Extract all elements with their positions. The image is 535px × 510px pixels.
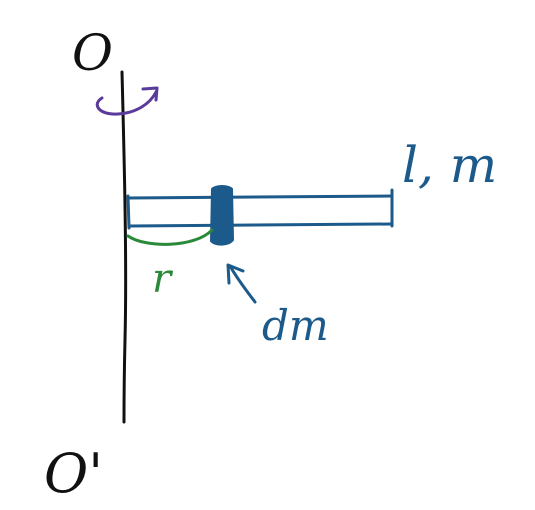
dm-pointer-arrowhead-icon bbox=[226, 263, 245, 285]
rod bbox=[126, 188, 394, 230]
rotation-axis-line bbox=[120, 70, 128, 424]
radius-r-label: r bbox=[152, 256, 174, 302]
mass-element-dm bbox=[209, 185, 235, 246]
rotation-arrowhead-icon bbox=[141, 86, 159, 102]
axis-bottom-label: O' bbox=[44, 442, 103, 505]
rod-length-mass-label: l, m bbox=[402, 136, 497, 194]
axis-top-label: O bbox=[72, 24, 113, 82]
rotation-arrow-icon bbox=[95, 90, 158, 116]
dm-pointer-arrow bbox=[228, 264, 257, 304]
radius-r-brace bbox=[126, 228, 214, 246]
mass-element-dm-label: dm bbox=[262, 301, 329, 350]
